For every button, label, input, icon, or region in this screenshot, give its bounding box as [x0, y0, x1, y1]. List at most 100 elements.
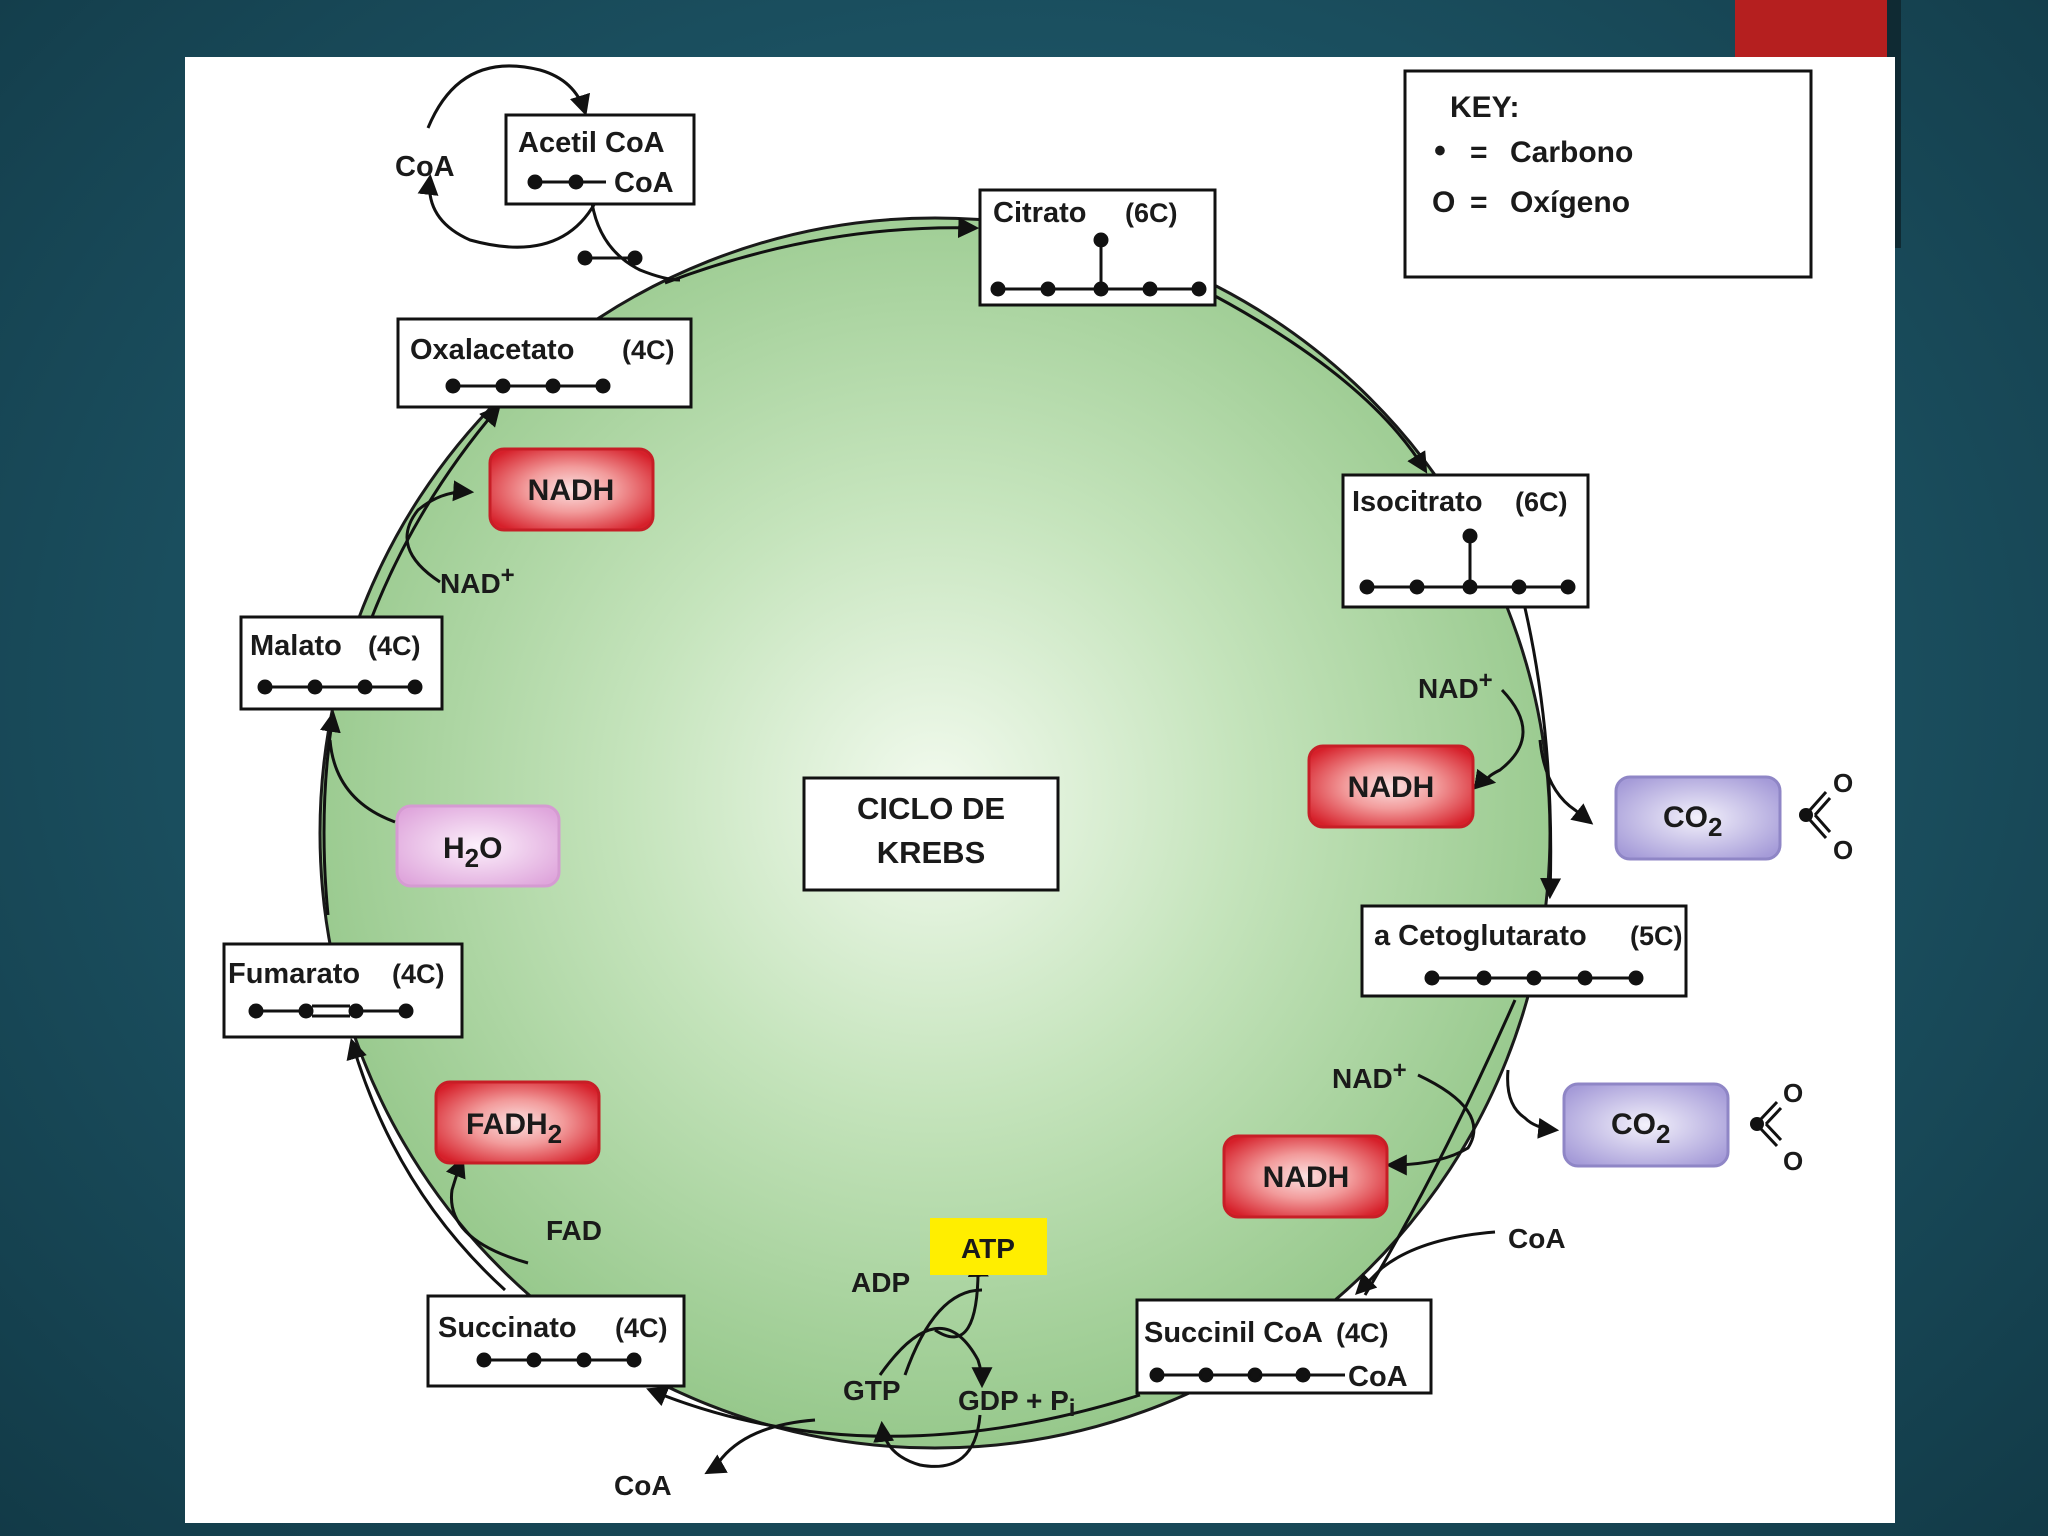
succinil-coa-carbons: (4C) [1336, 1318, 1389, 1348]
cycle-arrows [320, 217, 1562, 1438]
arrow-malato-to-oxalacetato [368, 404, 501, 623]
succinil-coa-coa: CoA [1348, 1361, 1408, 1393]
co2-oxygen-1a: O [1833, 768, 1853, 798]
citrato-box: Citrato (6C) [978, 188, 1217, 307]
citrato-carbon-chain [990, 232, 1207, 297]
acetyl-feed-arrow [590, 202, 681, 282]
acetil-coa-box: Acetil CoA CoA [504, 113, 696, 206]
malato-box: Malato (4C) [239, 615, 444, 711]
fad-label: FAD [546, 1215, 602, 1246]
gdp-pi-label: GDP + Pi [958, 1385, 1075, 1422]
oxalacetato-name: Oxalacetato [410, 334, 574, 366]
nadh-label-2: NADH [1348, 771, 1435, 804]
citrato-carbons: (6C) [1125, 198, 1178, 228]
h2o-add-arrow [328, 739, 396, 824]
arrow-citrato-to-isocitrato [1214, 294, 1428, 474]
adp-to-atp-arrow [903, 1288, 983, 1376]
co2-box-2: CO2 [1562, 1082, 1730, 1168]
coa-in-label: CoA [1508, 1223, 1566, 1254]
coa-out-arrow [704, 1418, 816, 1475]
oxalacetato-carbon-chain [445, 378, 611, 394]
h2o-label: H2O [443, 832, 502, 873]
h2o-box: H2O [395, 804, 561, 888]
side-arrows [328, 64, 1594, 1475]
co2-box-1: CO2 [1614, 775, 1782, 861]
nad-to-nadh-arrow-3 [1385, 1073, 1476, 1176]
nadh-label-1: NADH [528, 474, 615, 507]
fumarato-name: Fumarato [228, 958, 360, 990]
acetil-coa-name: Acetil CoA [518, 127, 665, 159]
co2-label-2: CO2 [1611, 1108, 1670, 1149]
co2-oxygen-2b: O [1783, 1146, 1803, 1176]
succinil-coa-carbon-chain [1149, 1367, 1345, 1383]
adp-label: ADP [851, 1267, 910, 1298]
succinato-name: Succinato [438, 1312, 577, 1344]
gtp-label: GTP [843, 1375, 901, 1406]
fumarato-box: Fumarato (4C) [222, 942, 464, 1039]
center-label-line1: CICLO DE [857, 791, 1005, 826]
arrow-to-citrato [664, 217, 980, 285]
key-title: KEY: [1450, 91, 1519, 124]
adp-atp-link-arrow [934, 1255, 989, 1339]
center-label-box: CICLO DE KREBS [802, 776, 1060, 892]
cetoglutarato-carbons: (5C) [1630, 921, 1683, 951]
co2-oxygen-1b: O [1833, 835, 1853, 865]
co2-molecule-1: O O [1799, 768, 1853, 865]
coa-top-label: CoA [395, 151, 455, 183]
coa-in-arrow [1355, 1230, 1496, 1295]
nadh-box-1: NADH [488, 447, 655, 532]
nad-plus-label-3: NAD+ [1332, 1057, 1407, 1094]
atp-label: ATP [961, 1233, 1015, 1264]
malato-carbon-chain [257, 679, 423, 695]
slide-red-tab [1735, 0, 1887, 57]
malato-name: Malato [250, 630, 342, 662]
co2-oxygen-2a: O [1783, 1078, 1803, 1108]
nad-plus-label-2: NAD+ [1418, 667, 1493, 704]
coa-out-label: CoA [614, 1470, 672, 1501]
atp-box: ATP [930, 1218, 1047, 1275]
fadh2-box: FADH2 [434, 1080, 601, 1165]
fumarato-carbon-chain [248, 1003, 414, 1019]
co2-label-1: CO2 [1663, 801, 1722, 842]
key-box: KEY: • = Carbono O = Oxígeno [1403, 69, 1813, 279]
isocitrato-carbons: (6C) [1515, 487, 1568, 517]
key-oxygen-label: Oxígeno [1510, 186, 1630, 219]
nadh-label-3: NADH [1263, 1161, 1350, 1194]
fumarato-carbons: (4C) [392, 959, 445, 989]
fadh2-sub: 2 [548, 1119, 562, 1149]
coa-loop-arrow [426, 64, 591, 129]
nad-plus-label-1: NAD+ [440, 562, 515, 599]
co2-molecule-2: O O [1750, 1078, 1803, 1176]
fadh2-base: FADH [466, 1108, 548, 1141]
malato-carbons: (4C) [368, 631, 421, 661]
co2-release-arrow-1 [1538, 739, 1594, 825]
citrato-name: Citrato [993, 197, 1086, 229]
isocitrato-carbon-chain [1359, 528, 1576, 595]
succinato-carbons: (4C) [615, 1313, 668, 1343]
fadh2-label: FADH2 [466, 1108, 562, 1149]
key-carbon-eq: = [1470, 136, 1488, 169]
isocitrato-box: Isocitrato (6C) [1341, 473, 1590, 609]
co2-release-arrow-2 [1506, 1069, 1560, 1139]
acetil-coa-carbon-chain [527, 174, 606, 190]
cetoglutarato-name: a Cetoglutarato [1374, 920, 1587, 952]
succinil-coa-box: Succinil CoA (4C) CoA [1135, 1298, 1433, 1395]
oxalacetato-carbons: (4C) [622, 335, 675, 365]
oxalacetato-box: Oxalacetato (4C) [396, 317, 693, 409]
coa-release-arrow [417, 173, 597, 249]
arrow-fumarato-to-malato [320, 710, 341, 916]
cetoglutarato-box: a Cetoglutarato (5C) [1360, 904, 1688, 998]
key-oxygen-eq: = [1470, 186, 1488, 219]
gdp-to-gtp-arrow [873, 1414, 982, 1468]
cetoglutarato-carbon-chain [1424, 970, 1644, 986]
nadh-box-2: NADH [1307, 744, 1475, 829]
nad-to-nadh-arrow-1 [405, 480, 475, 584]
acetyl-group-carbons [577, 250, 643, 266]
arrow-isocitrato-to-cetoglutarato [1523, 607, 1562, 900]
center-label-line2: KREBS [877, 835, 986, 870]
succinil-coa-name: Succinil CoA [1144, 1317, 1323, 1349]
nad-to-nadh-arrow-2 [1473, 688, 1525, 790]
key-carbon-label: Carbono [1510, 136, 1633, 169]
nadh-box-3: NADH [1222, 1134, 1389, 1219]
